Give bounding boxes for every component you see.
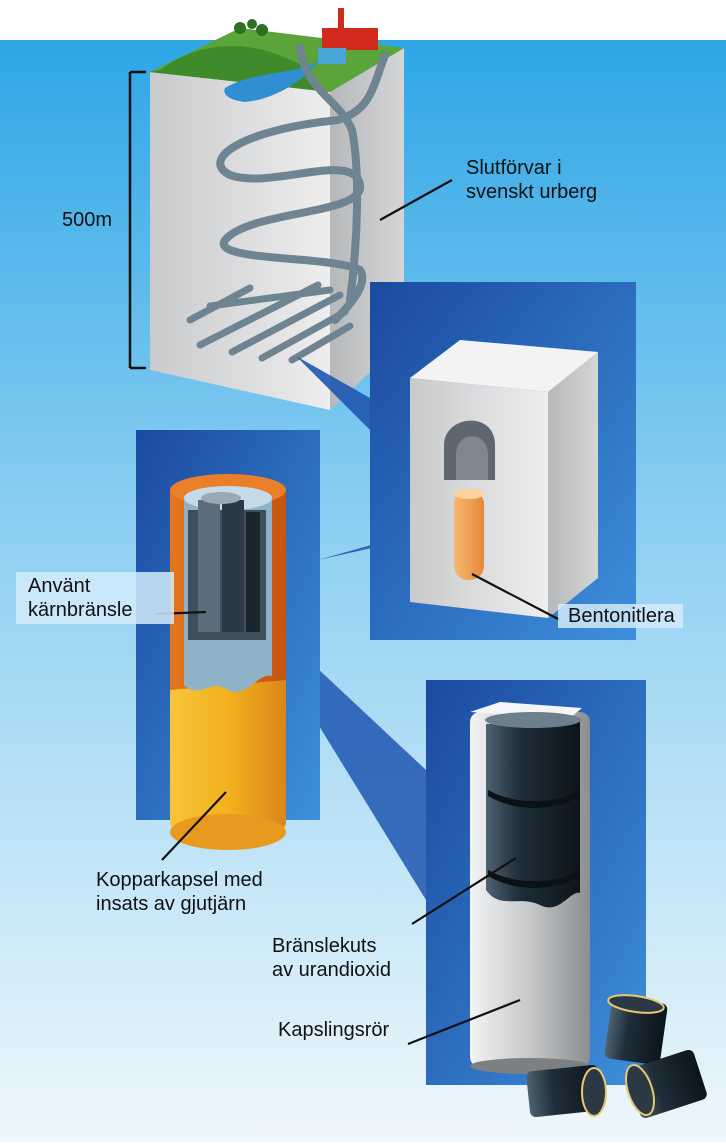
canister-label-line-1: Kopparkapsel med (96, 869, 263, 891)
loose-pellets (526, 994, 707, 1118)
repository-label-line-1: Slutförvar i (466, 157, 562, 179)
leader-cladding (407, 998, 521, 1046)
bentonite-label: Bentonitlera (558, 604, 683, 628)
disposal-tunnels (186, 281, 354, 364)
depth-label: 500m (62, 208, 112, 232)
depth-bracket (128, 70, 146, 370)
spent-fuel-label-line-1: Använt (28, 575, 91, 597)
leader-lines (155, 179, 561, 1046)
pellet-label-line-2: av urandioxid (272, 959, 391, 981)
leader-bentonite (471, 573, 561, 621)
access-ramp (216, 44, 389, 324)
depth-label-text: 500m (62, 209, 113, 231)
repository-label: Slutförvar i svenskt urberg (466, 156, 597, 204)
connector-rock-to-tunnel (296, 356, 370, 430)
fuel-rod (470, 702, 590, 1074)
cladding-label: Kapslingsrör (278, 1018, 389, 1042)
leader-pellet (411, 857, 517, 925)
canister-label-line-2: insats av gjutjärn (96, 893, 247, 915)
tunnel-block (410, 340, 598, 618)
spent-fuel-label: Använt kärnbränsle (16, 572, 174, 624)
cladding-label-text: Kapslingsrör (278, 1019, 390, 1041)
leader-repository (379, 179, 453, 221)
pellet-label: Bränslekuts av urandioxid (272, 934, 391, 982)
bentonite-label-text: Bentonitlera (568, 605, 675, 627)
canister-label: Kopparkapsel med insats av gjutjärn (96, 868, 263, 916)
pellet-label-line-1: Bränslekuts (272, 935, 377, 957)
leader-canister (161, 791, 227, 861)
copper-canister (170, 474, 286, 850)
spent-fuel-label-line-2: kärnbränsle (28, 599, 133, 621)
repository-label-line-2: svenskt urberg (466, 181, 598, 203)
